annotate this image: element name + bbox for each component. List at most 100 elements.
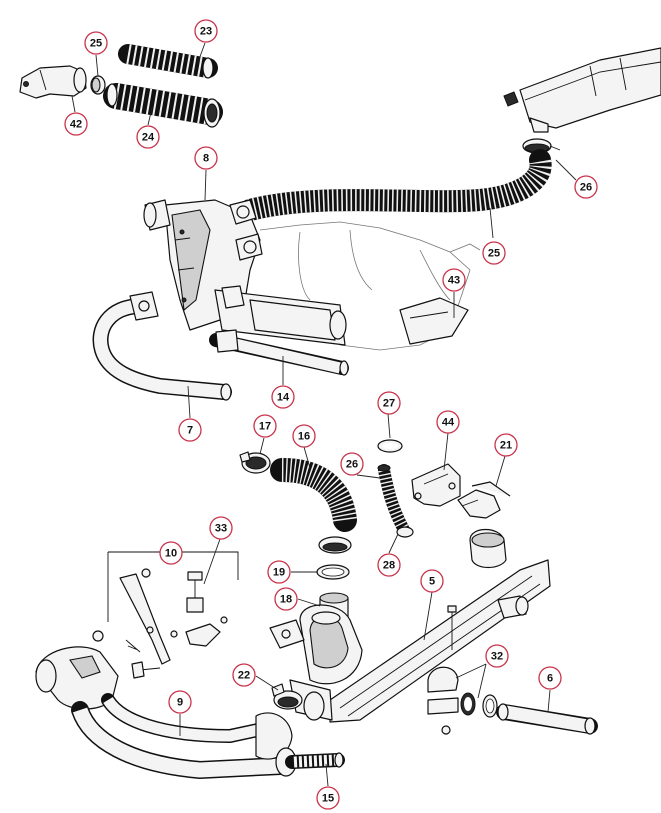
callout-number: 6 [547,673,553,685]
callout-28: 28 [377,553,401,577]
part-6-pipe [496,703,598,735]
callout-ring [574,175,598,199]
callout-ring [292,424,316,448]
callout-ring [84,31,108,55]
callout-26a: 26 [574,175,598,199]
callout-ring [485,644,509,668]
callout-ring [377,553,401,577]
callout-ring [136,125,160,149]
callout-number: 24 [142,132,155,144]
part-42-elbow-connector [19,65,87,99]
callout-number: 9 [177,697,183,709]
callout-15: 15 [316,786,340,810]
callout-25a: 25 [84,31,108,55]
callout-ring [442,268,466,292]
part-14-tail-pipe [209,329,349,376]
callout-number: 43 [448,275,460,287]
part-heater-duct-top-right [503,47,661,133]
callout-25b: 25 [482,241,506,265]
callout-number: 15 [322,793,334,805]
callout-number: 8 [203,153,209,165]
callout-32: 32 [485,644,509,668]
callout-number: 42 [70,119,82,131]
callout-number: 25 [488,248,500,260]
part-5-muffler-assembly [269,528,551,723]
callout-number: 27 [383,398,395,410]
callout-ring [159,541,183,565]
part-44-bracket [411,463,461,507]
callout-number: 22 [238,670,250,682]
callout-ring [271,385,295,409]
callout-21: 21 [494,433,518,457]
part-7-exhaust-u-pipe [92,291,232,401]
callout-10: 10 [159,541,183,565]
callout-ring [168,690,192,714]
part-26-hose-clamp-top [522,138,561,154]
callout-number: 18 [280,594,292,606]
callout-number: 16 [298,431,310,443]
callout-33: 33 [209,516,233,540]
callout-ring [232,663,256,687]
callout-ring [482,241,506,265]
callout-ring [436,410,460,434]
callout-ring [194,19,218,43]
callout-number: 14 [277,392,290,404]
callout-ring [253,414,277,438]
callout-number: 33 [215,523,227,535]
callout-16: 16 [292,424,316,448]
callout-22: 22 [232,663,256,687]
callout-ring [377,391,401,415]
part-26-small-hose [377,464,414,538]
callout-14: 14 [271,385,295,409]
callout-ring [274,587,298,611]
callout-8: 8 [194,146,218,170]
callout-number: 26 [580,182,592,194]
part-25-long-flexible-hose [239,149,552,221]
callout-ring [194,146,218,170]
callout-19: 19 [267,560,291,584]
callout-27: 27 [377,391,401,415]
callout-number: 44 [442,417,455,429]
callout-ring [340,452,364,476]
part-24-corrugated-boot [103,83,223,128]
part-15-short-pipe [285,752,345,769]
callout-9: 9 [168,690,192,714]
callout-26b: 26 [340,452,364,476]
callout-number: 5 [429,576,435,588]
part-21-clip [457,481,511,519]
callout-number: 25 [90,38,102,50]
callout-ring [316,786,340,810]
callout-24: 24 [136,125,160,149]
callout-ring [64,112,88,136]
part-23-corrugated-hose [118,44,218,79]
part-33-bolt [186,571,204,613]
part-19-sealing-ring [316,564,350,580]
callout-number: 23 [200,26,212,38]
callout-number: 21 [500,440,512,452]
callout-17: 17 [253,414,277,438]
callout-labels: 23 25 42 24 8 26 25 43 14 7 27 44 17 16 26 21 33 10 28 19 5 1… [64,19,598,810]
part-16-flexible-hose [270,458,357,554]
part-32-clamp-set [427,666,498,735]
callout-42: 42 [64,112,88,136]
callout-number: 19 [273,567,285,579]
part-8-heat-exchanger [143,199,481,351]
callout-43: 43 [442,268,466,292]
callout-6: 6 [538,666,562,690]
callout-number: 26 [346,459,358,471]
callout-18: 18 [274,587,298,611]
part-27-spring-clip [377,439,403,453]
part-25-clamp-ring [90,75,106,95]
part-10-bracket-group [92,551,239,679]
callout-5: 5 [420,569,444,593]
callout-ring [494,433,518,457]
callout-number: 7 [187,425,193,437]
callout-number: 10 [165,548,177,560]
callout-number: 32 [491,651,503,663]
leader-lines [71,42,577,787]
callout-23: 23 [194,19,218,43]
callout-number: 28 [383,560,395,572]
callout-44: 44 [436,410,460,434]
callout-ring [538,666,562,690]
